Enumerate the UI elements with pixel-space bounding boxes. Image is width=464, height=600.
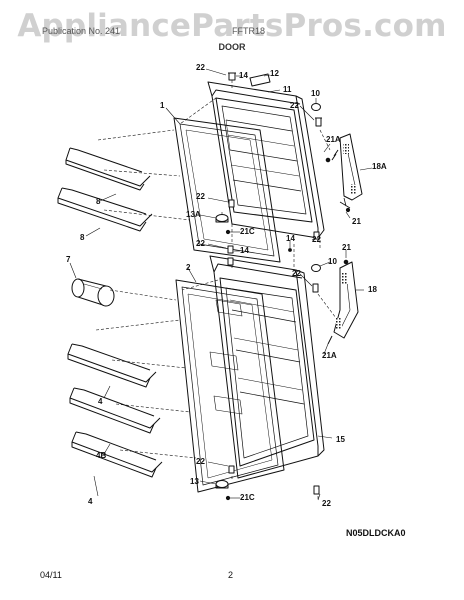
callout-14: 14 xyxy=(286,234,295,243)
callout-10: 10 xyxy=(328,257,337,266)
callout-22: 22 xyxy=(196,457,205,466)
callout-8: 8 xyxy=(96,197,101,206)
freezer-door-shelf-8 xyxy=(57,147,153,232)
handle-18 xyxy=(333,261,359,339)
cap-10-lower xyxy=(311,264,321,272)
plug-22-lower-right xyxy=(313,231,320,240)
fresh-food-door-assembly xyxy=(175,245,359,501)
callout-2: 2 xyxy=(186,263,191,272)
callout-22: 22 xyxy=(292,269,301,278)
callout-1: 1 xyxy=(160,101,165,110)
explode-lines xyxy=(95,80,337,500)
footer-page-number: 2 xyxy=(228,570,234,580)
callout-10: 10 xyxy=(311,89,320,98)
footer-date: 04/11 xyxy=(40,570,62,580)
top-hinge-bushing xyxy=(228,72,236,81)
freezer-door-assembly xyxy=(173,72,363,263)
callout-21C: 21C xyxy=(240,227,255,236)
callout-13: 13 xyxy=(190,477,199,486)
fresh-food-door-gasket xyxy=(175,279,285,493)
callout-22: 22 xyxy=(196,239,205,248)
callout-13A: 13A xyxy=(186,210,201,219)
callout-15: 15 xyxy=(336,435,345,444)
freezer-door-gasket xyxy=(173,117,281,263)
callout-21C: 21C xyxy=(240,493,255,502)
section-title: DOOR xyxy=(218,42,246,52)
plug-22-upper-right xyxy=(315,117,322,127)
callout-8: 8 xyxy=(80,233,85,242)
callout-12: 12 xyxy=(270,69,279,78)
callout-21: 21 xyxy=(342,243,351,252)
hinge-13A xyxy=(215,214,229,222)
part-7-container xyxy=(71,278,115,307)
callout-14: 14 xyxy=(240,246,249,255)
callout-22: 22 xyxy=(290,101,299,110)
callout-18A: 18A xyxy=(372,162,387,171)
fresh-food-shelf-4 xyxy=(67,343,157,388)
publication-subtitle: Publication No. 241 xyxy=(42,26,121,36)
plug-22-mid-right xyxy=(312,283,319,293)
callout-21A: 21A xyxy=(326,135,341,144)
callout-22: 22 xyxy=(322,499,331,508)
part-12-tag xyxy=(249,73,271,87)
fresh-food-door-liner xyxy=(219,277,315,467)
watermark: AppliancePartsPros.com xyxy=(17,8,447,44)
callout-4B: 4B xyxy=(96,451,107,460)
callout-7: 7 xyxy=(66,255,71,264)
model-fragment: FFTR18 xyxy=(232,26,266,36)
callout-22: 22 xyxy=(312,235,321,244)
drawing-code: N05DLDCKA0 xyxy=(346,528,406,538)
handle-18A xyxy=(339,133,363,201)
callout-4: 4 xyxy=(88,497,93,506)
freezer-door-liner xyxy=(215,97,313,223)
fresh-food-shelf-4B xyxy=(69,387,161,434)
leader-lines xyxy=(69,68,373,501)
cap-10-upper xyxy=(311,103,321,111)
plug-22-bottom-right xyxy=(313,485,320,495)
callout-18: 18 xyxy=(368,285,377,294)
hinge-13 xyxy=(215,480,229,488)
callout-4: 4 xyxy=(98,397,103,406)
callout-14: 14 xyxy=(239,71,248,80)
callout-21A: 21A xyxy=(322,351,337,360)
callout-22: 22 xyxy=(196,63,205,72)
fresh-food-shelf-4-lower xyxy=(71,431,163,478)
callout-21: 21 xyxy=(352,217,361,226)
callout-11: 11 xyxy=(283,85,292,94)
callout-22: 22 xyxy=(196,192,205,201)
